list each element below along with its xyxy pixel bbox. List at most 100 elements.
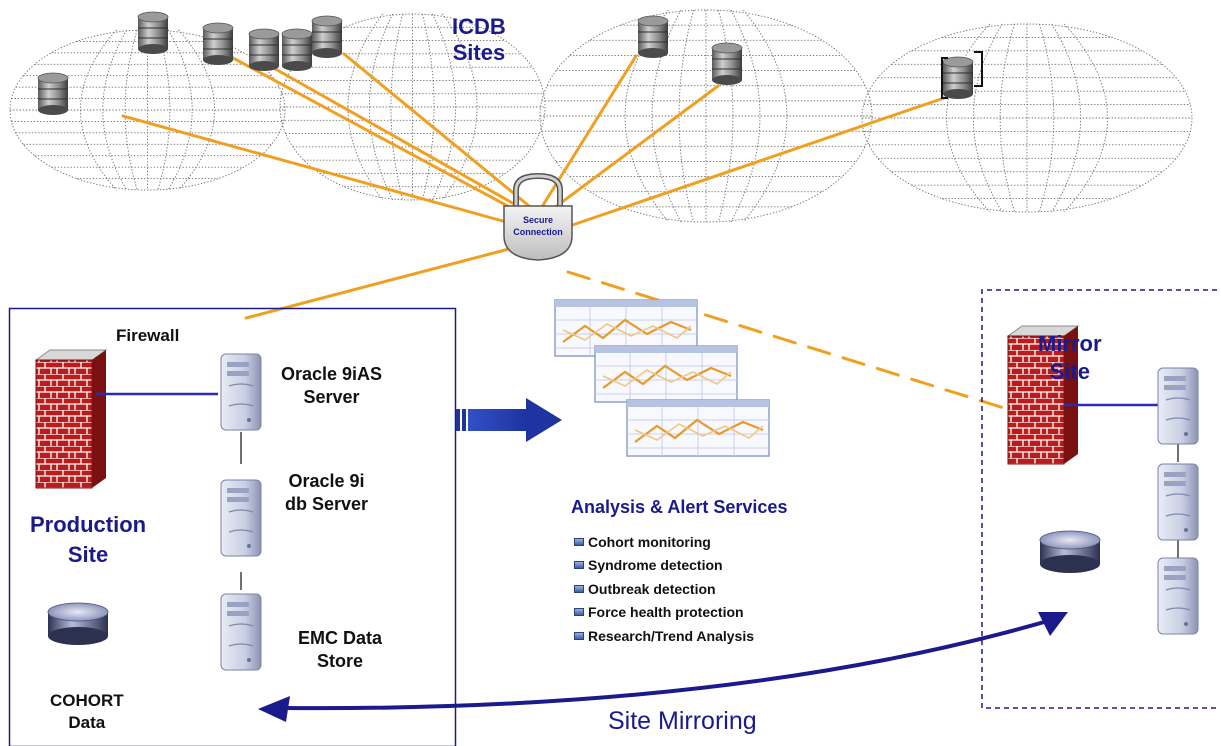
service-item-label: Outbreak detection [588,580,716,597]
service-item-label: Cohort monitoring [588,533,711,550]
link-line [261,60,534,216]
mirror-link-dashed [566,270,1006,410]
lock-label: Secure Connection [510,215,566,238]
db-server-label-line1: Oracle 9i [288,471,365,491]
services-list: Cohort monitoring Syndrome detection Out… [574,530,754,648]
cohort-data-label-line1: COHORT [50,691,124,710]
site-mirroring-label: Site Mirroring [608,707,757,735]
database-icon [248,28,280,72]
link-line [550,96,946,234]
database-icon [202,22,234,66]
database-icon [137,11,169,55]
map-meridian [347,13,384,201]
cohort-disk-icon [47,602,109,646]
map-meridian [102,29,128,191]
service-item-label: Force health protection [588,604,744,621]
map-meridian [973,23,1003,213]
analysis-reports [553,298,771,458]
map-meridian [157,29,171,191]
data-store-label-line1: EMC Data [298,628,383,648]
icdb-label-line1: ICDB [452,14,506,39]
map-meridian [167,29,193,191]
map-outline [9,29,286,191]
map-meridian [999,23,1016,213]
list-item: Syndrome detection [574,554,754,578]
data-store-label-line2: Store [317,651,364,672]
map-meridian [730,9,761,223]
service-item-label: Syndrome detection [588,557,723,574]
mirror-site-frame [981,289,1217,709]
database-icon [311,15,343,59]
map-meridian [651,9,682,223]
icdb-sites-label: ICDB Sites [452,14,506,67]
data-store-label: EMC Data Store [298,627,382,674]
bullet-icon [574,561,584,570]
production-site-label: Production Site [30,510,146,569]
list-item: Force health protection [574,601,754,625]
service-item-label: Research/Trend Analysis [588,627,755,644]
flow-arrow [456,398,562,442]
map-meridian [80,29,117,191]
mirror-disk-icon [1039,530,1101,574]
data-store-icon [220,593,262,671]
secure-links [121,52,1006,410]
production-site-label-line1: Production [30,512,147,537]
link-line [544,84,720,216]
production-site-label-line2: Site [67,541,109,567]
map-meridian [390,13,403,201]
map-meridian [1038,23,1055,213]
link-line [538,54,638,212]
database-icon [711,42,743,86]
list-item: Research/Trend Analysis [574,624,754,648]
map-meridian [1051,23,1081,213]
report-sheet [625,398,771,458]
app-server-label: Oracle 9iAS Server [281,363,382,410]
bracket-mark [941,51,983,99]
bullet-icon [574,631,584,640]
map-meridian [718,9,734,223]
firewall-label: Firewall [116,326,180,345]
database-icon [637,15,669,59]
database-icon [37,72,69,116]
map-meridian [431,13,456,201]
mirroring-arrow [258,612,1068,722]
list-item: Outbreak detection [574,577,754,601]
map-meridian [124,29,138,191]
bullet-icon [574,584,584,593]
bullet-icon [574,537,584,546]
database-icon [942,56,974,100]
mirror-server-icon [1157,557,1199,635]
icdb-databases [37,11,983,116]
app-server-icon [220,353,262,431]
bullet-icon [574,608,584,617]
cohort-data-label-line2: Data [68,713,106,733]
mirror-server-icon [1157,463,1199,541]
map-meridian [369,13,394,201]
world-map [9,9,1193,223]
db-server-label-line2: db Server [285,494,369,515]
map-meridian [422,13,435,201]
db-server-label: Oracle 9i db Server [285,470,368,517]
services-title: Analysis & Alert Services [571,497,788,517]
app-server-label-line1: Oracle 9iAS [281,364,383,384]
padlock-icon [503,172,573,261]
app-server-label-line2: Server [303,387,360,408]
production-site-frame [8,307,457,746]
map-meridian [946,23,991,213]
lock-label-line1: Secure [522,215,554,225]
link-line [342,52,536,212]
mirror-site-label: Mirror Site [1038,330,1102,385]
map-meridian [178,29,215,191]
firewall-icon [35,349,107,489]
lock-label-line2: Connection [513,226,563,237]
link-line [244,242,530,320]
link-line [231,56,532,220]
link-line [121,114,530,230]
mirror-server-icon [1157,367,1199,445]
icdb-label-line2: Sites [452,40,506,66]
mirror-site-label-line2: Site [1049,358,1090,384]
list-item: Cohort monitoring [574,530,754,554]
mirror-site-label-line1: Mirror [1038,331,1102,356]
report-sheet [593,344,739,404]
